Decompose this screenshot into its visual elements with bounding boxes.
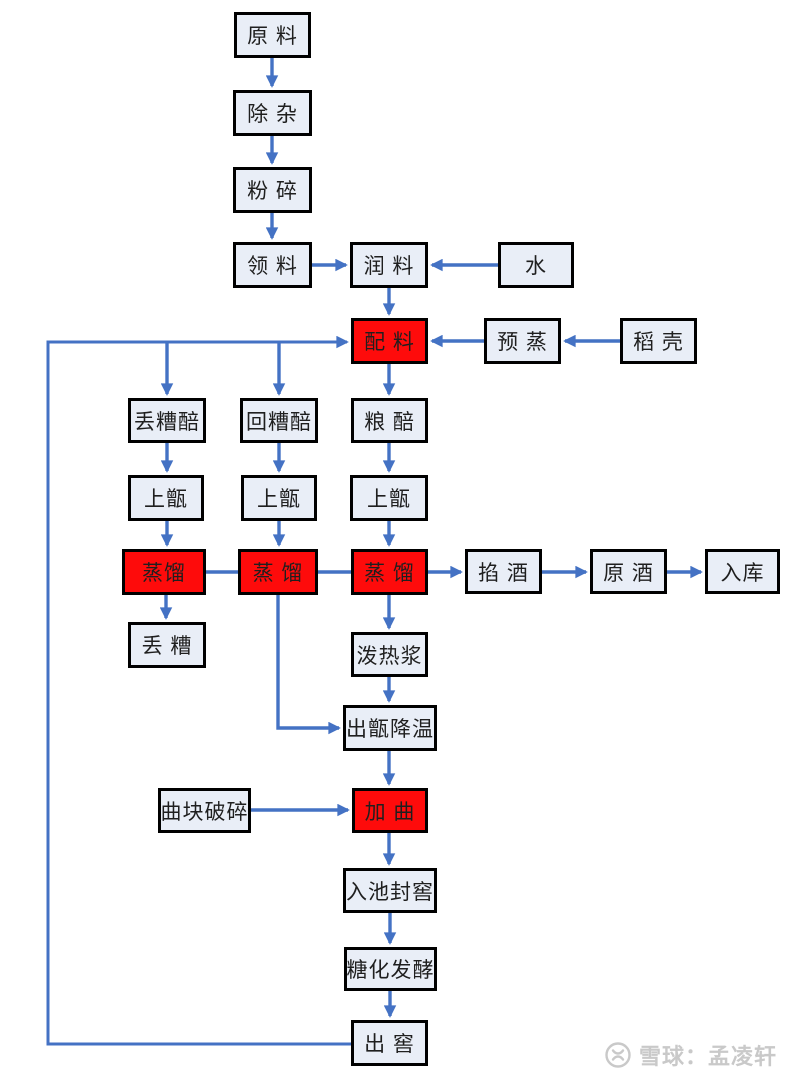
node-add-qu: 加 曲 — [352, 788, 428, 833]
node-steamer-out-cooling: 出甑降温 — [343, 705, 437, 751]
node-water: 水 — [498, 242, 574, 288]
node-load-steamer-2: 上甑 — [241, 475, 317, 521]
node-remove-impurities: 除 杂 — [233, 90, 312, 136]
watermark: 雪球：孟凌轩 — [604, 1038, 777, 1072]
node-moisten-material: 润 料 — [350, 242, 428, 288]
node-distill-1: 蒸馏 — [122, 549, 206, 595]
node-pour-hot-slurry: 泼热浆 — [351, 632, 428, 677]
node-load-steamer-3: 上甑 — [350, 475, 428, 521]
node-rice-husk: 稻 壳 — [620, 318, 697, 364]
node-crush: 粉 碎 — [233, 167, 312, 213]
xueqiu-logo — [605, 1042, 631, 1068]
node-distill-3: 蒸 馏 — [351, 549, 428, 595]
node-pit-out: 出 窖 — [351, 1020, 428, 1066]
node-distill-2: 蒸 馏 — [238, 549, 318, 595]
node-grain-mash: 粮 醅 — [351, 398, 428, 443]
watermark-text: 雪球：孟凌轩 — [639, 1044, 778, 1069]
node-pit-entry-sealing: 入池封窖 — [343, 868, 437, 913]
node-qu-block-crushing: 曲块破碎 — [158, 788, 251, 833]
node-pre-steam: 预 蒸 — [484, 318, 561, 364]
node-raw-material: 原 料 — [234, 12, 311, 58]
node-saccharification: 糖化发酵 — [344, 947, 437, 991]
node-return-grain-mash: 回糟醅 — [240, 398, 318, 443]
node-discard-grains: 丢 糟 — [128, 622, 206, 668]
node-warehouse: 入库 — [705, 549, 780, 594]
node-cut-liquor: 掐 酒 — [465, 549, 542, 594]
node-raw-liquor: 原 酒 — [590, 549, 667, 594]
node-blending: 配 料 — [351, 318, 428, 364]
node-receive-material: 领 料 — [233, 242, 312, 288]
node-discard-grain-mash: 丢糟醅 — [128, 398, 206, 443]
node-load-steamer-1: 上甑 — [128, 475, 204, 521]
